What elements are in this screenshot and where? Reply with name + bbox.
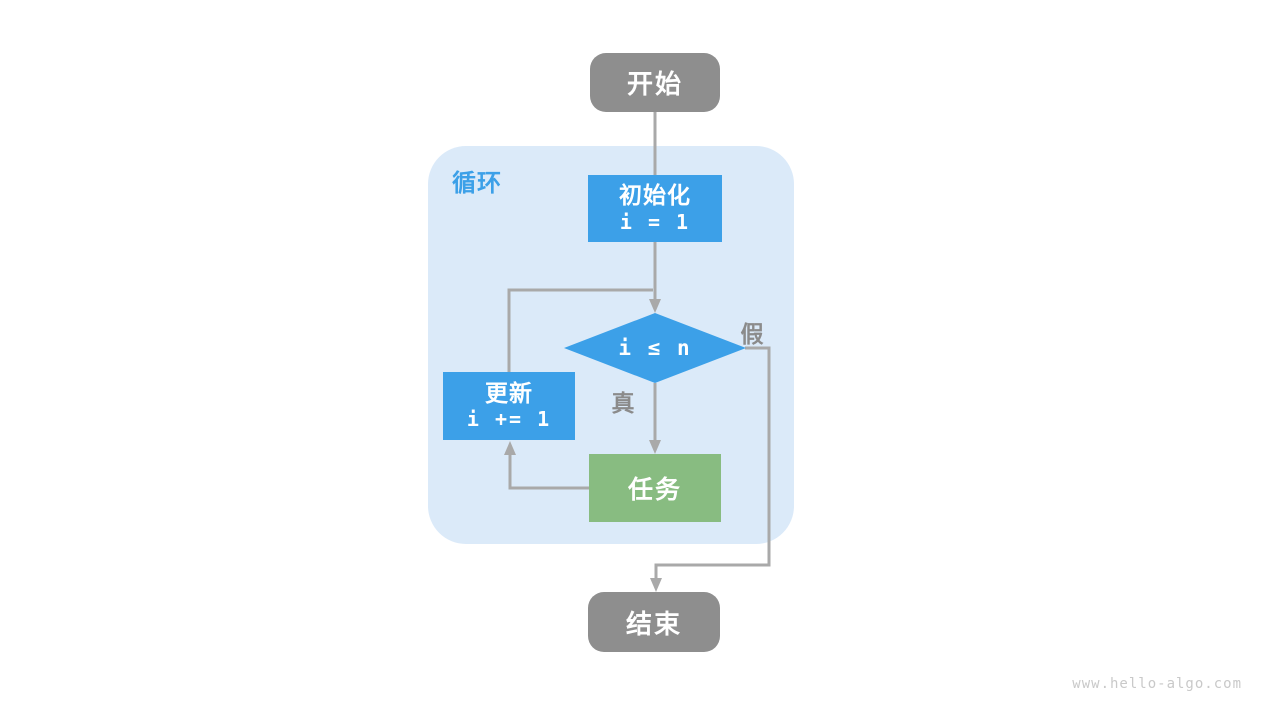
watermark-text: www.hello-algo.com (1072, 676, 1242, 692)
end-node: 结束 (588, 592, 720, 652)
task-node-label: 任务 (627, 476, 682, 504)
init-node-code: i = 1 (619, 209, 691, 234)
init-node-label: 初始化 (619, 182, 691, 209)
start-node-label: 开始 (626, 69, 683, 99)
init-node: 初始化 i = 1 (588, 175, 722, 242)
loop-region-label: 循环 (452, 170, 502, 197)
branch-false-label: 假 (740, 321, 764, 347)
end-node-label: 结束 (625, 608, 682, 639)
start-node: 开始 (590, 53, 720, 112)
condition-node-code: i ≤ n (618, 335, 692, 360)
update-node-label: 更新 (485, 379, 533, 406)
update-node: 更新 i += 1 (443, 372, 575, 440)
update-node-code: i += 1 (466, 407, 552, 432)
branch-true-label: 真 (611, 390, 635, 416)
task-node: 任务 (589, 454, 721, 522)
